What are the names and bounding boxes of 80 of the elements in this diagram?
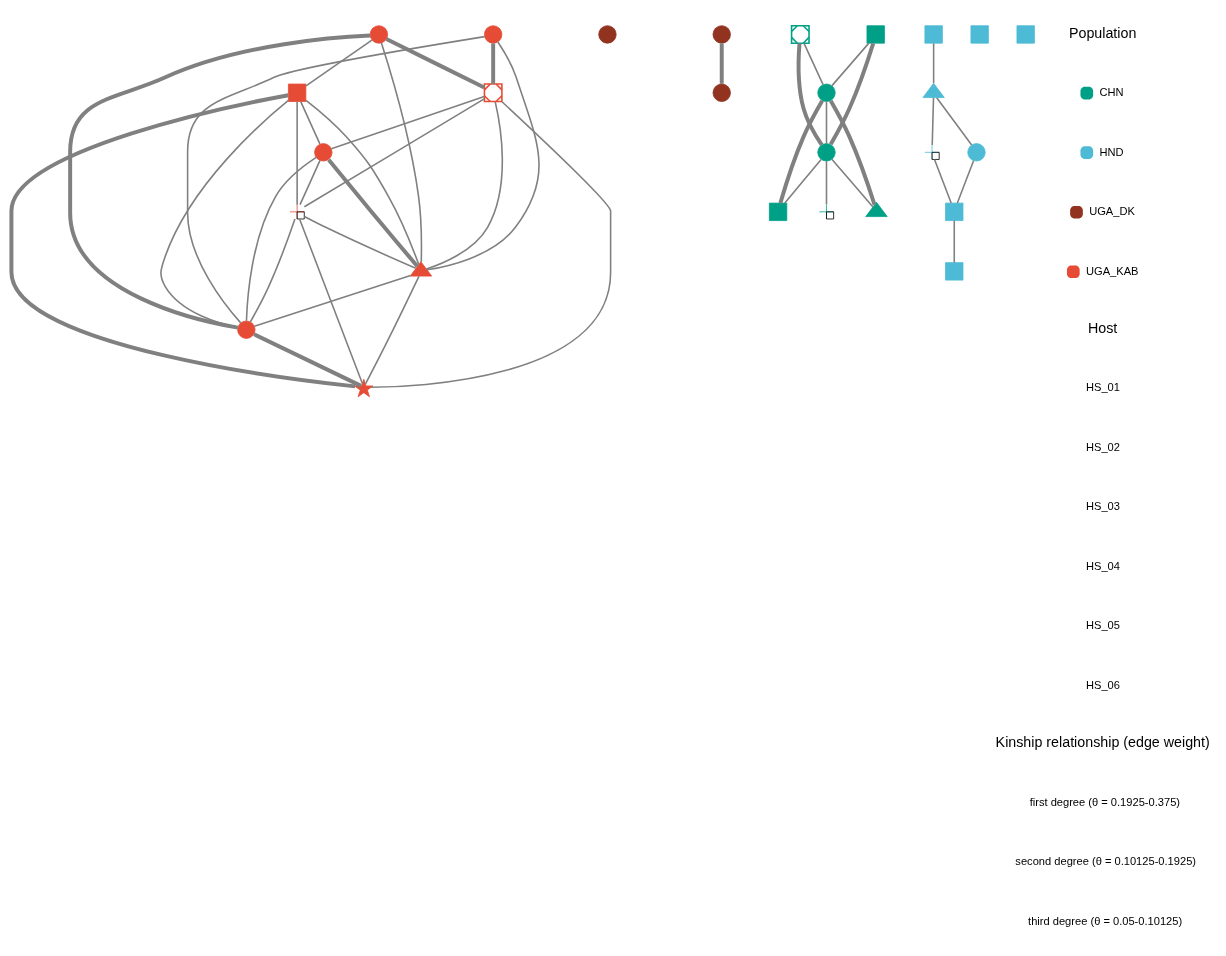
connector [796, 42, 824, 146]
connector [160, 99, 290, 328]
legend-label: UGA_DK [1089, 204, 1135, 217]
connector [784, 158, 822, 204]
legend-label: first degree (θ = 0.1925-0.375) [1029, 795, 1181, 808]
legend-label: second degree (θ = 0.10125-0.1925) [1015, 854, 1197, 867]
node-circle [817, 83, 836, 102]
connector [296, 100, 298, 205]
node-square [866, 24, 885, 44]
node-circle [314, 142, 333, 161]
connector [249, 217, 296, 323]
connector [825, 159, 828, 205]
node-square [945, 261, 964, 280]
connector [299, 159, 321, 205]
connector [956, 159, 975, 204]
connector [425, 100, 504, 270]
connector [803, 42, 824, 85]
legend-label: UGA_KAB [1086, 264, 1139, 277]
connector [303, 215, 417, 269]
label: Population [1068, 24, 1137, 41]
legend-label: HND [1099, 145, 1124, 158]
connector [829, 99, 877, 205]
legend-label: HS_05 [1086, 618, 1120, 631]
legend-label: HS_01 [1086, 380, 1120, 393]
legend-label: HS_02 [1086, 440, 1120, 453]
connector [300, 100, 321, 145]
node-circle [712, 24, 731, 44]
connector [380, 41, 423, 263]
connector [933, 158, 952, 204]
node-circle [369, 24, 388, 44]
connector [305, 99, 420, 265]
legend-label: HS_03 [1086, 499, 1120, 512]
node-circle [598, 24, 617, 44]
node-square [945, 202, 964, 221]
node-circle [484, 24, 503, 44]
connector [932, 42, 935, 84]
connector [491, 42, 496, 84]
node-square [768, 202, 788, 221]
connector [935, 96, 973, 146]
connector [305, 38, 373, 87]
node-circle [712, 83, 731, 102]
connector [825, 100, 828, 144]
connector [9, 92, 356, 388]
legend-label: third degree (θ = 0.05-0.10125) [1028, 914, 1183, 927]
connector [186, 35, 486, 324]
connector [831, 158, 874, 208]
connector [68, 33, 371, 330]
node-circle [817, 142, 836, 161]
connector [931, 96, 935, 146]
node-square [1016, 24, 1035, 44]
connector [370, 100, 612, 388]
connector [778, 99, 824, 204]
legend-label: HS_04 [1086, 559, 1120, 572]
connector [719, 42, 724, 84]
legend-label: CHN [1099, 85, 1124, 98]
node-square [970, 24, 989, 44]
node-circle [967, 142, 986, 161]
connector [829, 42, 876, 145]
legend-label: HS_06 [1086, 678, 1120, 691]
node-triangle [922, 82, 945, 98]
node-square [924, 24, 943, 44]
connector [245, 156, 318, 322]
connector [298, 217, 364, 384]
node-triangle [865, 201, 888, 217]
connector [327, 157, 419, 268]
connector [330, 95, 486, 150]
connector [426, 40, 540, 271]
node-triangle [409, 260, 433, 276]
node-square [288, 83, 307, 102]
connector [253, 274, 412, 327]
connector [385, 36, 486, 89]
connector [253, 331, 362, 388]
connector [364, 275, 420, 385]
connector [953, 219, 956, 263]
connector [303, 97, 486, 207]
node-circle [237, 320, 256, 339]
node-asterisk [354, 378, 374, 397]
label: Host [1088, 319, 1118, 336]
label: Kinship relationship (edge weight) [995, 733, 1210, 750]
connector [831, 42, 870, 86]
